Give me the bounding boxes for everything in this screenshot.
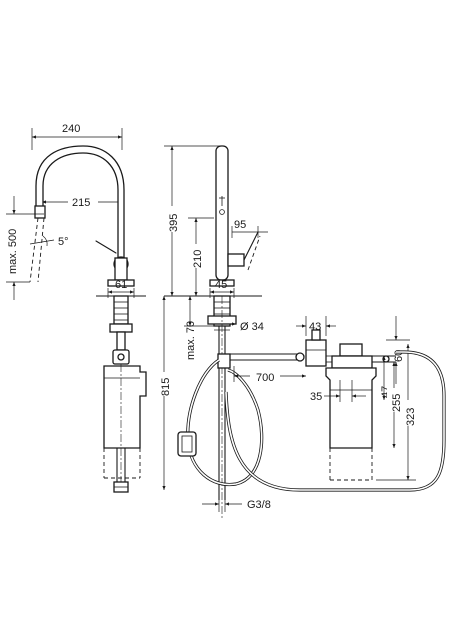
faucet-side-view: 240 215 5° max. 500 61 [6,123,147,493]
dim-base-diameter: 61 [115,279,127,291]
dim-filter-offset: 35 [310,391,322,403]
faucet-front-view: 395 210 95 45 815 max. 70 [157,145,306,520]
dim-total-height: 395 [168,214,180,232]
dim-filter-total: 323 [405,408,417,426]
dim-angle: 5° [58,236,69,248]
filter-unit: 43 35 60 47 255 [224,316,446,492]
dim-spout-reach: 215 [72,197,90,209]
dim-max-pullout: max. 500 [7,229,19,274]
dim-spout-width: 240 [62,123,80,135]
dim-spout-height: 210 [192,250,204,268]
dim-under-height: 815 [160,378,172,396]
dim-filter-height: 255 [391,394,403,412]
dim-valve-width: 43 [309,321,321,333]
dim-hose-length: 700 [256,372,274,384]
dim-handle-angle: 95 [234,219,246,231]
dim-hole-diameter: Ø 34 [240,321,264,333]
dim-connection: G3/8 [247,499,271,511]
dim-escutcheon: 45 [215,279,227,291]
dim-max-deck: max. 70 [185,321,197,360]
